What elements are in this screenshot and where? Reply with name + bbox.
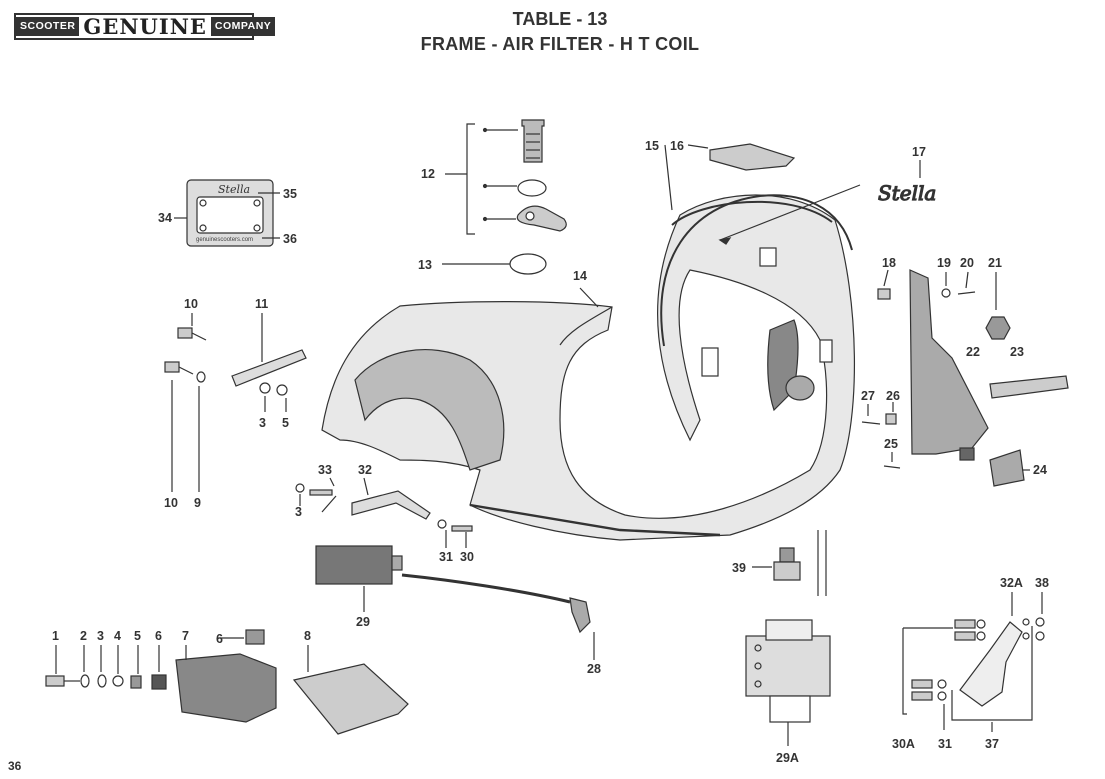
horn-cover-parts (861, 269, 1069, 487)
box-and-screws-parts (45, 629, 409, 735)
callout-13: 13 (418, 258, 432, 272)
callout-30A: 30A (892, 737, 915, 751)
callout-27: 27 (861, 389, 875, 403)
callout-38: 38 (1035, 576, 1049, 590)
callout-31-a: 31 (439, 550, 453, 564)
callout-8: 8 (304, 629, 311, 643)
callout-19: 19 (937, 256, 951, 270)
logo-center-text: GENUINE (83, 14, 207, 39)
callout-21: 21 (988, 256, 1002, 270)
callout-2: 2 (80, 629, 87, 643)
ht-coil-part (315, 545, 595, 660)
callout-33: 33 (318, 463, 332, 477)
callout-22: 22 (966, 345, 980, 359)
callout-1: 1 (52, 629, 59, 643)
callout-12: 12 (421, 167, 435, 181)
callout-23: 23 (1010, 345, 1024, 359)
callout-24: 24 (1033, 463, 1047, 477)
callout-5-a: 5 (282, 416, 289, 430)
mounting-bracket-alt-parts (902, 592, 1045, 732)
callout-labels: 34 35 36 12 13 14 15 16 17 18 19 20 21 2… (52, 139, 1049, 765)
table-subtitle: FRAME - AIR FILTER - H T COIL (420, 34, 700, 54)
callout-34: 34 (158, 211, 172, 225)
callout-4: 4 (114, 629, 121, 643)
badge-plate-part (174, 179, 280, 247)
logo-left-text: SCOOTER (16, 17, 80, 36)
callout-29: 29 (356, 615, 370, 629)
callout-35: 35 (283, 187, 297, 201)
brand-logo: SCOOTER GENUINE COMPANY (14, 13, 276, 40)
callout-10-top: 10 (184, 297, 198, 311)
callout-7: 7 (182, 629, 189, 643)
callout-3-b: 3 (295, 505, 302, 519)
callout-30: 30 (460, 550, 474, 564)
bolts-and-plate-parts (164, 313, 307, 492)
callout-18: 18 (882, 256, 896, 270)
callout-25: 25 (884, 437, 898, 451)
callout-5-b: 5 (134, 629, 141, 643)
callout-39: 39 (732, 561, 746, 575)
callout-6-a: 6 (155, 629, 162, 643)
page-number: 36 (8, 759, 22, 773)
callout-32A: 32A (1000, 576, 1023, 590)
air-filter-part (442, 119, 567, 275)
callout-10-bottom: 10 (164, 496, 178, 510)
callout-17: 17 (912, 145, 926, 159)
table-title: TABLE - 13 (512, 9, 608, 29)
callout-3-c: 3 (97, 629, 104, 643)
frame-body-part (321, 194, 856, 541)
callout-9: 9 (194, 496, 201, 510)
callout-28: 28 (587, 662, 601, 676)
callout-26: 26 (886, 389, 900, 403)
callout-14: 14 (573, 269, 587, 283)
ht-coil-alt-part (745, 530, 831, 746)
callout-29A: 29A (776, 751, 799, 765)
callout-6-b: 6 (216, 632, 223, 646)
callout-20: 20 (960, 256, 974, 270)
callout-11: 11 (255, 297, 268, 311)
callout-36: 36 (283, 232, 297, 246)
callout-3-a: 3 (259, 416, 266, 430)
callout-32: 32 (358, 463, 372, 477)
callout-16: 16 (670, 139, 684, 153)
badge-script: Stella (218, 183, 250, 196)
callout-37: 37 (985, 737, 999, 751)
rubber-gasket-part (709, 143, 796, 171)
brand-script: Stella (878, 181, 936, 205)
bracket-parts (295, 477, 473, 548)
badge-url: genuinescooters.com (196, 237, 253, 243)
legshield-trim-part (660, 194, 853, 347)
logo-right-text: COMPANY (210, 17, 276, 36)
callout-31-b: 31 (938, 737, 952, 751)
callout-15: 15 (645, 139, 659, 153)
